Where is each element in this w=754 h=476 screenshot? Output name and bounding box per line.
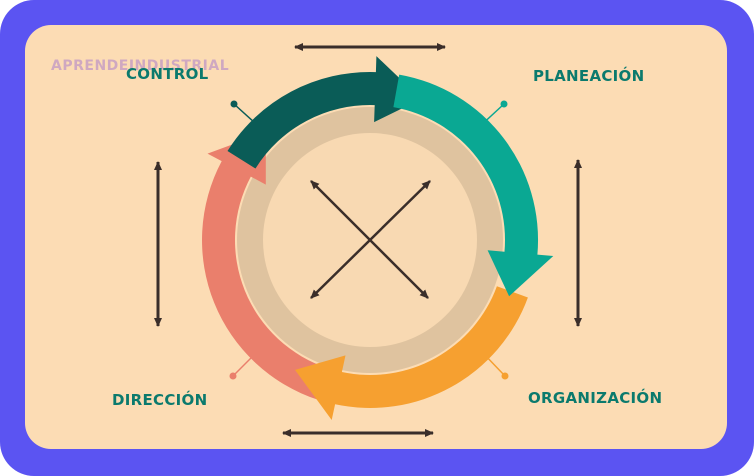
label-planeacion: PLANEACIÓN bbox=[533, 67, 645, 85]
center-diagonal-arrow-b bbox=[310, 180, 431, 299]
label-direccion: DIRECCIÓN bbox=[112, 391, 208, 409]
cycle-segment-control bbox=[227, 56, 422, 169]
label-control: CONTROL bbox=[126, 65, 209, 83]
cycle-segment-direccion bbox=[202, 132, 329, 400]
cycle-segment-planeacion bbox=[393, 74, 554, 297]
watermark-text: APRENDEINDUSTRIAL bbox=[51, 58, 230, 74]
cycle-segment-organizacion bbox=[295, 286, 528, 420]
label-organizacion: ORGANIZACIÓN bbox=[528, 389, 663, 407]
